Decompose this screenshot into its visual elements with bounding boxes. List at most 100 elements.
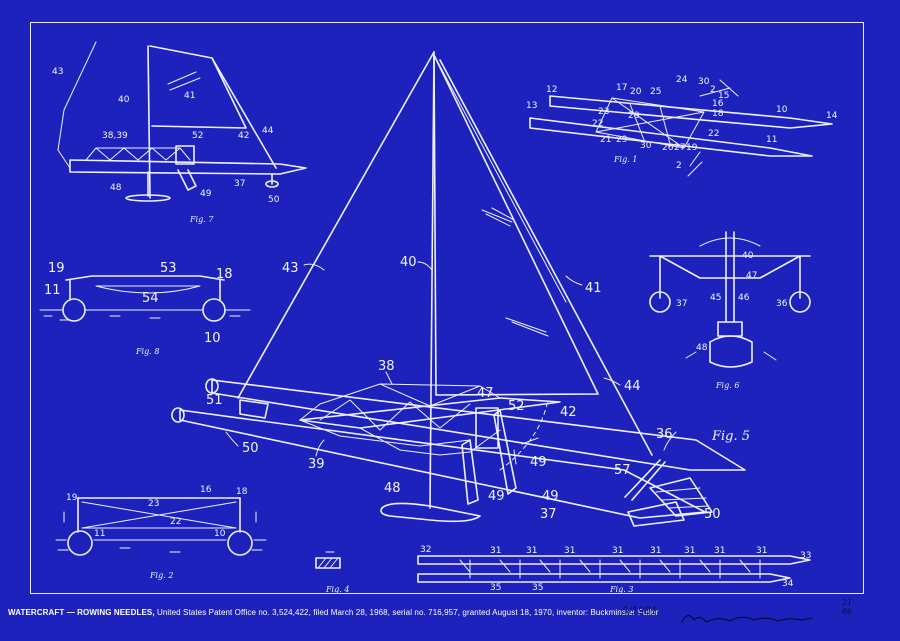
leader-41 (565, 275, 583, 286)
sail-hatching-lower (505, 317, 549, 337)
fig5-label-48: 48 (384, 481, 401, 496)
fig3-hull-lower (417, 573, 791, 583)
fig2-label-18: 18 (236, 487, 248, 497)
fig7-label-42: 42 (238, 131, 249, 141)
fig1-label-29: 29 (616, 135, 628, 145)
fig5-caption: Fig. 5 (711, 429, 750, 444)
rotation-path (499, 399, 549, 471)
fig5-label-44: 44 (624, 379, 641, 394)
fig5-label-47: 47 (477, 386, 494, 401)
fig5-label-49-right: 49 (542, 489, 559, 504)
fig8-top-beam (65, 275, 225, 281)
fig1-label-14: 14 (826, 111, 838, 121)
fig6-label-37: 37 (676, 299, 687, 309)
fig5-label-37: 37 (540, 507, 557, 522)
figure-2-section: 19 23 16 18 22 11 10 Fig. 2 (55, 485, 267, 580)
sail-hatching (481, 207, 515, 227)
leader-36 (663, 431, 677, 451)
fig3-label-31-b: 31 (526, 546, 537, 556)
fig1-label-27: 27 (674, 143, 685, 153)
mast (429, 51, 435, 509)
fig6-label-40: 40 (742, 251, 754, 261)
fig1-section-mark-top (699, 79, 739, 97)
fig3-label-31-e: 31 (650, 546, 661, 556)
fig2-label-11: 11 (94, 529, 105, 539)
fig6-rotation-arrow (699, 237, 761, 247)
leader-38 (385, 371, 393, 385)
fig7-truss (85, 147, 191, 161)
figure-8-section: 19 53 18 11 54 10 Fig. 8 (39, 261, 251, 356)
fig1-label-25: 25 (650, 87, 661, 97)
fig7-label-48: 48 (110, 183, 122, 193)
fig1-label-2-top: 2 (710, 85, 716, 95)
fig7-label-41: 41 (184, 91, 195, 101)
fig1-label-30-top: 30 (698, 77, 710, 87)
fig7-hull (69, 159, 307, 175)
seat-frame (359, 427, 501, 456)
fig7-keel (125, 194, 171, 202)
fig1-label-17: 17 (616, 83, 627, 93)
fig1-section-mark-bottom (687, 151, 703, 177)
fig2-hull-right (227, 530, 253, 556)
fig3-posts (469, 559, 761, 579)
fig2-label-19: 19 (66, 493, 78, 503)
fig6-keel-bulb (709, 335, 753, 368)
fig1-label-30-bottom: 30 (640, 141, 652, 151)
fig8-label-54: 54 (142, 291, 159, 306)
caption-details: United States Patent Office no. 3,524,42… (156, 608, 659, 617)
fig1-label-15: 15 (718, 91, 729, 101)
leader-43 (303, 263, 325, 271)
fig7-caption: Fig. 7 (189, 215, 214, 224)
fig6-label-46: 46 (738, 293, 750, 303)
oar-blade-right (649, 477, 713, 517)
fig6-heel-arrows (685, 351, 777, 361)
leader-40 (417, 261, 433, 271)
fig8-hull-right (202, 298, 226, 322)
fig8-sling (95, 285, 201, 294)
rudder-aft (461, 439, 479, 505)
fig7-label-44: 44 (262, 126, 274, 136)
fig2-label-16: 16 (200, 485, 212, 495)
forestay (237, 51, 435, 399)
truss-top (299, 383, 501, 421)
fig3-label-31-d: 31 (612, 546, 623, 556)
fig5-label-43: 43 (282, 261, 299, 276)
fig3-label-35-b: 35 (532, 583, 543, 593)
fig8-label-18: 18 (216, 267, 233, 282)
fig3-label-31-c: 31 (564, 546, 575, 556)
fig3-caption: Fig. 3 (609, 585, 633, 594)
leader-44 (603, 377, 621, 386)
sail (433, 54, 599, 396)
fig1-label-19: 19 (686, 143, 698, 153)
fig8-caption: Fig. 8 (135, 347, 159, 356)
fig8-water-hatching (43, 315, 241, 321)
figure-6-front-view: 40 47 45 46 37 36 48 Fig. 6 (649, 231, 811, 390)
fig5-label-49-upper: 49 (530, 455, 547, 470)
sheet-number-value: 21 (842, 598, 853, 607)
fig7-label-40: 40 (118, 95, 130, 105)
fig7-label-38-39: 38,39 (102, 131, 128, 141)
fig8-label-19: 19 (48, 261, 65, 276)
fig3-label-31-a: 31 (490, 546, 501, 556)
fig6-hull-right (789, 291, 811, 313)
fig3-hull-upper (417, 555, 811, 565)
fig5-label-51: 51 (206, 393, 223, 408)
fig2-hull-left (67, 530, 93, 556)
fig2-struts (77, 497, 241, 533)
fig3-label-31-g: 31 (714, 546, 725, 556)
hull-front (179, 409, 706, 519)
fig7-backstay (211, 57, 277, 169)
fig1-label-12: 12 (546, 85, 557, 95)
fig6-caption: Fig. 6 (715, 381, 739, 390)
fig8-hull-left (62, 298, 86, 322)
fig1-label-13: 13 (526, 101, 537, 111)
rudder-post (475, 407, 499, 449)
fig7-label-52: 52 (192, 131, 203, 141)
drawing-frame (30, 22, 864, 594)
figure-1-plan-view: 12 13 17 20 25 24 30 2 15 10 14 11 28 23… (526, 75, 838, 177)
fig1-label-26: 26 (662, 143, 674, 153)
fig2-caption: Fig. 2 (149, 571, 173, 580)
fig5-label-42: 42 (560, 405, 577, 420)
